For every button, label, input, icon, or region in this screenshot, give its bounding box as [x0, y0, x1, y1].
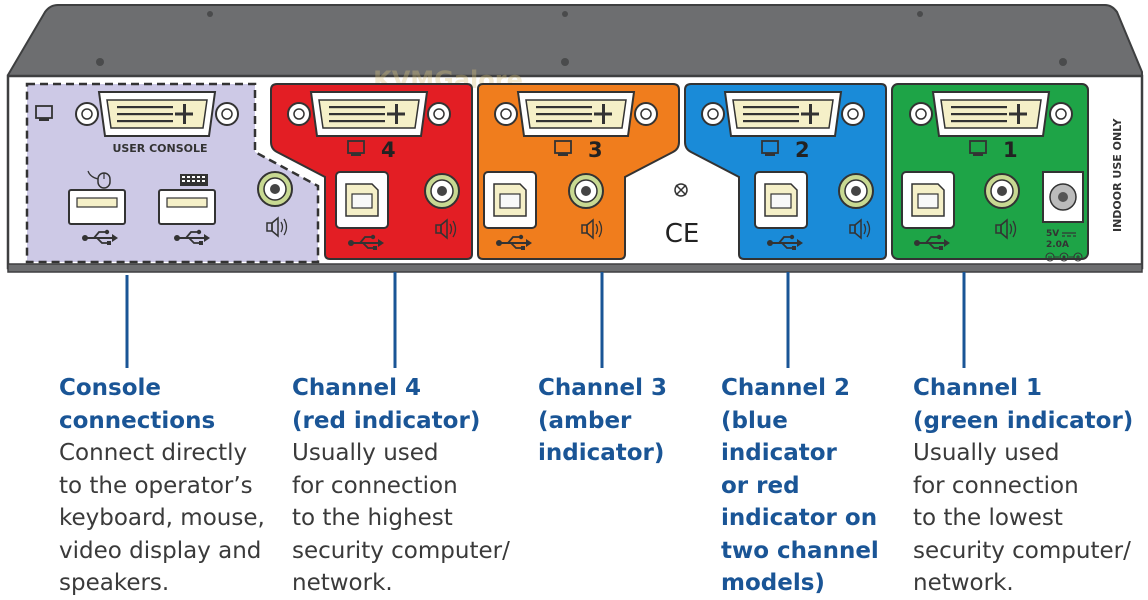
console-label: USER CONSOLE	[112, 142, 207, 155]
power-voltage: 5V	[1046, 229, 1059, 239]
mouse-icon	[87, 170, 111, 189]
channel-1-audio-jack	[984, 173, 1020, 209]
channel-4-usb-port	[335, 171, 389, 229]
channel-1-usb-port	[901, 171, 955, 229]
channel-2-panel: 2	[684, 83, 887, 260]
callout-description: Connect directly to the operator’s keybo…	[59, 440, 265, 596]
channel-3-panel: 3	[477, 83, 680, 260]
callout-title: Channel 1 (green indicator)	[913, 375, 1134, 434]
callout-lines	[125, 272, 966, 368]
callout-channel-1: Channel 1 (green indicator) Usually used…	[913, 372, 1133, 600]
callout-title: Channel 3 (amber indicator)	[538, 375, 668, 466]
callout-title: Channel 2 (blue indicator or red indicat…	[721, 375, 879, 596]
polarity-icon	[1045, 252, 1083, 262]
console-panel: USER CONSOLE	[25, 82, 320, 264]
power-current: 2.0A	[1046, 240, 1069, 250]
channel-2-number: 2	[795, 138, 810, 162]
callout-title: Channel 4 (red indicator)	[292, 375, 481, 434]
weee-icon	[674, 183, 688, 197]
callout-console: Console connections Connect directly to …	[59, 372, 265, 600]
keyboard-usb-port	[158, 189, 216, 225]
chassis-top	[7, 4, 1143, 79]
callout-channel-4: Channel 4 (red indicator) Usually used f…	[292, 372, 510, 600]
channel-4-number: 4	[381, 138, 396, 162]
console-audio-jack	[257, 171, 293, 207]
keyboard-icon	[180, 174, 208, 186]
channel-1-panel: 1	[891, 83, 1089, 260]
dc-symbol-icon	[1062, 232, 1076, 237]
channel-2-usb-port	[754, 171, 808, 229]
channel-3-usb-port	[483, 171, 537, 229]
mouse-usb-port	[68, 189, 126, 225]
callout-channel-3: Channel 3 (amber indicator)	[538, 372, 667, 470]
callout-title: Console connections	[59, 375, 216, 434]
callout-channel-2: Channel 2 (blue indicator or red indicat…	[721, 372, 879, 600]
ce-mark: CE	[665, 219, 700, 249]
indoor-use-label: INDOOR USE ONLY	[1111, 118, 1124, 232]
power-jack	[1042, 171, 1084, 223]
channel-3-audio-jack	[568, 173, 604, 209]
chassis-screws	[96, 11, 1067, 66]
channel-2-audio-jack	[838, 173, 874, 209]
channel-4-panel: 4	[270, 83, 473, 260]
callout-description: Usually used for connection to the highe…	[292, 440, 510, 596]
channel-4-audio-jack	[424, 173, 460, 209]
channel-3-number: 3	[588, 138, 603, 162]
channel-1-number: 1	[1003, 138, 1018, 162]
callout-description: Usually used for connection to the lowes…	[913, 440, 1131, 596]
